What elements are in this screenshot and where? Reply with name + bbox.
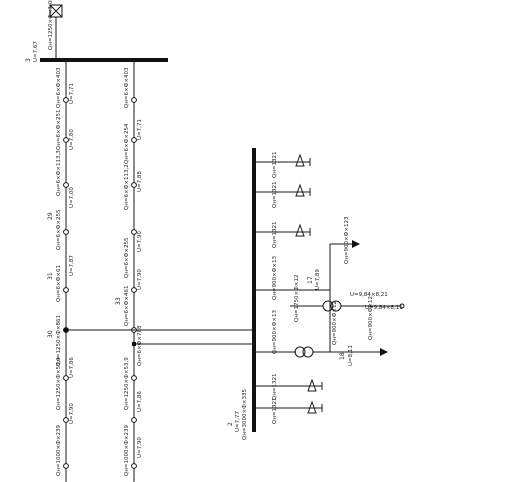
svg-text:U=7,90: U=7,90 xyxy=(69,403,75,424)
mid-feeder-switches xyxy=(131,97,137,469)
svg-text:Qн=900×Ф×12: Qн=900×Ф×12 xyxy=(332,301,338,345)
transformer-upper-readout: U=9,84×8,21 xyxy=(350,292,388,298)
svg-text:Qн=6×Ф×113,2: Qн=6×Ф×113,2 xyxy=(124,164,130,210)
mid-node-33: 33 xyxy=(115,297,122,305)
svg-text:Qн=1321: Qн=1321 xyxy=(272,221,278,248)
left-tie-junction xyxy=(64,328,68,332)
left-node-31: 31 xyxy=(47,272,54,280)
svg-text:Qн=1000×Ф×239: Qн=1000×Ф×239 xyxy=(56,425,62,476)
svg-text:Qн=1321: Qн=1321 xyxy=(272,151,278,178)
svg-text:Qн=6×Ф×768: Qн=6×Ф×768 xyxy=(137,325,143,366)
source-feed-label: Qн=1250×Ф×1,08 xyxy=(48,0,54,50)
svg-text:Qн=6×Ф×403: Qн=6×Ф×403 xyxy=(56,67,62,108)
svg-text:Qн=1321: Qн=1321 xyxy=(272,181,278,208)
svg-text:Qн=1321: Qн=1321 xyxy=(272,397,278,424)
left-feeder-labels: Qн=6×Ф×403 U=7,71 Qн=6×Ф×251 U=7,80 Qн=6… xyxy=(56,67,75,476)
svg-text:Qн=1250×Ф×53,9: Qн=1250×Ф×53,9 xyxy=(124,357,130,410)
right-bus-id: 2 xyxy=(227,422,234,426)
svg-text:Qн=1750×Ф×12: Qн=1750×Ф×12 xyxy=(294,275,300,322)
svg-text:Qн=6×Ф×254: Qн=6×Ф×254 xyxy=(124,123,130,164)
source-symbol xyxy=(49,4,63,18)
svg-text:Qн=6×Ф×251: Qн=6×Ф×251 xyxy=(56,110,62,150)
svg-text:Qн=6×Ф×61: Qн=6×Ф×61 xyxy=(56,265,62,302)
svg-text:U=7,71: U=7,71 xyxy=(137,119,143,140)
mid-tie-junction xyxy=(132,342,136,346)
node-17: 17 xyxy=(307,276,314,284)
top-bus-id: 3 xyxy=(25,58,32,62)
transformer-lower xyxy=(254,346,388,358)
node-18: 18 xyxy=(339,352,346,360)
right-bus-label: Qн=3000×Ф×335 xyxy=(242,389,248,440)
svg-text:U=8,11: U=8,11 xyxy=(348,345,354,366)
svg-text:Qн=1250×Ф×53,9: Qн=1250×Ф×53,9 xyxy=(56,357,62,410)
svg-text:U=7,86: U=7,86 xyxy=(137,391,143,412)
svg-text:U=7,86: U=7,86 xyxy=(69,357,75,378)
svg-text:Qн=6×Ф×113,3: Qн=6×Ф×113,3 xyxy=(56,150,62,196)
top-bus-value: U=7,67 xyxy=(33,41,39,62)
svg-text:Qн=1250×Ф×861: Qн=1250×Ф×861 xyxy=(56,315,62,366)
svg-text:Qн=900×Ф×12: Qн=900×Ф×12 xyxy=(368,296,374,340)
svg-text:U=7,71: U=7,71 xyxy=(69,83,75,104)
svg-text:U=7,90: U=7,90 xyxy=(137,231,143,252)
upper-arrow-icon xyxy=(352,240,360,248)
svg-text:Qн=6×Ф×255: Qн=6×Ф×255 xyxy=(124,237,130,278)
svg-text:Qн=6×Ф×403: Qн=6×Ф×403 xyxy=(124,67,130,108)
svg-text:U=7,89: U=7,89 xyxy=(315,269,321,290)
mid-feeder-labels: Qн=6×Ф×403 U=7,71 Qн=6×Ф×254 U=7,88 Qн=6… xyxy=(124,67,143,476)
svg-text:Qн=1321: Qн=1321 xyxy=(272,373,278,400)
left-node-30: 30 xyxy=(47,330,54,338)
svg-text:Qн=6×Ф×461: Qн=6×Ф×461 xyxy=(124,286,130,326)
svg-text:U=7,87: U=7,87 xyxy=(69,255,75,276)
svg-text:U=7,80: U=7,80 xyxy=(69,129,75,150)
svg-text:Qн=900×Ф×13: Qн=900×Ф×13 xyxy=(272,256,278,300)
svg-text:Qн=900×Ф×123: Qн=900×Ф×123 xyxy=(344,216,350,264)
lower-load-labels: Qн=1321 Qн=1321 xyxy=(272,373,278,424)
right-bus-value: U=7,77 xyxy=(235,411,241,432)
svg-text:U=7,90: U=7,90 xyxy=(137,437,143,458)
svg-text:U=7,00: U=7,00 xyxy=(69,187,75,208)
lower-load-branches xyxy=(254,378,323,414)
transformer-upper xyxy=(290,300,405,312)
upper-load-branches xyxy=(254,153,311,237)
svg-text:Qн=900×Ф×13: Qн=900×Ф×13 xyxy=(272,310,278,354)
transformer-upper-readout-2: U=9,84×8,11 xyxy=(365,305,403,311)
upper-load-labels: Qн=1321 Qн=1321 Qн=1321 xyxy=(272,151,278,248)
svg-text:U=7,88: U=7,88 xyxy=(137,171,143,192)
svg-text:U=7,90: U=7,90 xyxy=(137,269,143,290)
left-node-29: 29 xyxy=(47,212,54,220)
svg-text:Qн=6×Ф×255: Qн=6×Ф×255 xyxy=(56,209,62,250)
svg-text:Qн=1000×Ф×239: Qн=1000×Ф×239 xyxy=(124,425,130,476)
